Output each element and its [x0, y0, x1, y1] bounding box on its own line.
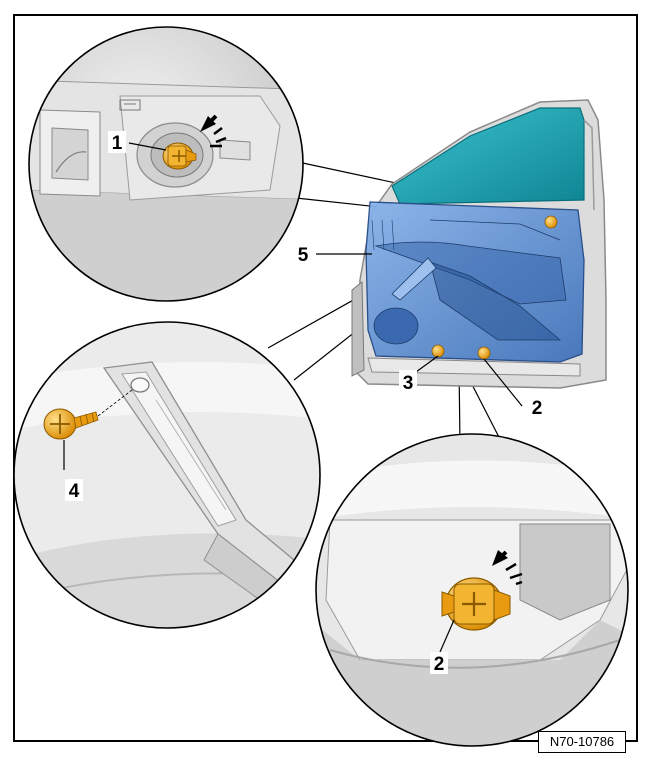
figure-reference-code: N70-10786 [538, 731, 626, 753]
callout-1: 1 [112, 133, 123, 154]
detail-circle-clip [28, 26, 304, 302]
callout-leaders [63, 142, 523, 653]
screw-1-marker-icon [544, 215, 558, 229]
door-assembly [351, 99, 607, 389]
callout-2-lower: 2 [434, 654, 445, 675]
callout-4: 4 [69, 481, 80, 502]
pull-direction-arrow-icon [200, 114, 227, 148]
detail-circle-clip-2 [315, 433, 629, 747]
screw-3-marker-icon [431, 344, 445, 358]
callout-3: 3 [403, 373, 414, 394]
screw-2-marker-icon [477, 346, 491, 360]
callout-5: 5 [298, 245, 309, 266]
pull-direction-arrow-2-icon [492, 550, 523, 586]
clip-2-icon [441, 577, 511, 631]
detail-circle-handle-screw [13, 321, 321, 629]
clip-1-icon [162, 142, 197, 170]
callout-labels: 1 5 3 2 4 2 [65, 131, 546, 675]
screw-4-icon [43, 408, 99, 440]
callout-2-upper: 2 [532, 398, 543, 419]
